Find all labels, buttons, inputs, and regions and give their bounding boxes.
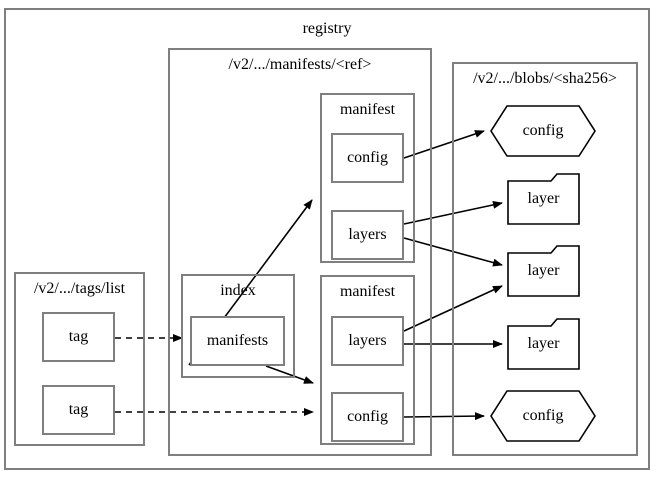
cluster-registry-label: registry	[302, 20, 352, 37]
node-tag-2[interactable]: tag	[42, 385, 115, 435]
node-manifest-bottom-layers-label: layers	[348, 332, 387, 349]
folder-icon	[507, 245, 580, 297]
node-manifests-label: manifests	[206, 332, 269, 349]
cluster-manifest-top: manifest	[320, 93, 415, 263]
hexagon-icon	[490, 105, 596, 157]
cluster-manifests-ref-label: /v2/.../manifests/<ref>	[228, 56, 372, 73]
hexagon-icon	[490, 390, 596, 442]
cluster-blobs-sha256-label: /v2/.../blobs/<sha256>	[473, 70, 617, 87]
node-manifest-top-config-label: config	[347, 149, 388, 166]
cluster-manifests-ref: /v2/.../manifests/<ref>	[168, 48, 432, 456]
cluster-manifest-bottom: manifest	[320, 275, 415, 445]
node-blob-layer-1[interactable]: layer	[507, 173, 580, 225]
cluster-index: index	[181, 274, 295, 378]
node-manifest-top-layers-label: layers	[348, 226, 387, 243]
node-blob-config-bottom[interactable]: config	[490, 390, 596, 442]
node-tag-1[interactable]: tag	[42, 312, 115, 362]
node-tag-2-label: tag	[68, 401, 89, 418]
cluster-manifest-top-label: manifest	[339, 101, 396, 118]
node-manifest-top-layers[interactable]: layers	[331, 210, 404, 260]
cluster-tags-list: /v2/.../tags/list	[14, 272, 145, 446]
cluster-blobs-sha256: /v2/.../blobs/<sha256>	[452, 62, 638, 456]
cluster-index-label: index	[220, 282, 256, 299]
folder-icon	[507, 173, 580, 225]
node-tag-1-label: tag	[68, 328, 89, 345]
cluster-manifest-bottom-label: manifest	[339, 283, 396, 300]
node-manifest-bottom-config-label: config	[347, 408, 388, 425]
folder-icon	[507, 318, 580, 370]
cluster-tags-list-label: /v2/.../tags/list	[33, 280, 126, 297]
node-blob-layer-3[interactable]: layer	[507, 318, 580, 370]
node-manifest-top-config[interactable]: config	[331, 133, 404, 183]
node-manifests[interactable]: manifests	[190, 316, 285, 366]
cluster-registry: registry	[4, 8, 650, 470]
node-manifest-bottom-layers[interactable]: layers	[331, 316, 404, 366]
node-manifest-bottom-config[interactable]: config	[331, 392, 404, 442]
node-blob-layer-2[interactable]: layer	[507, 245, 580, 297]
node-blob-config-top[interactable]: config	[490, 105, 596, 157]
